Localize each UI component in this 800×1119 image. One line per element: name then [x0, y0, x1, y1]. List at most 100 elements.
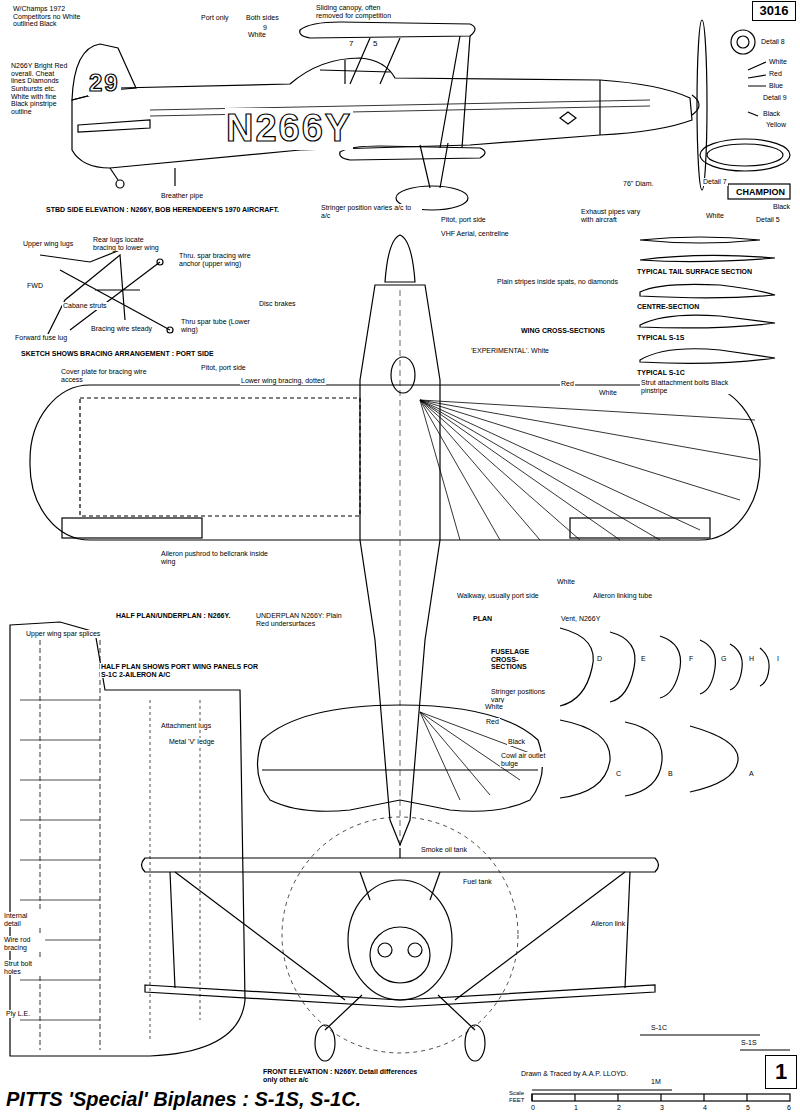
annotation-label: E [640, 655, 647, 663]
detail-insets-line [737, 36, 749, 48]
annotation-label: Drawn & Traced by A.A.P. LLOYD. [520, 1070, 629, 1078]
annotation-label: Cover plate for bracing wire access [60, 368, 162, 383]
annotation-label: Thru spar tube (Lower wing) [180, 318, 252, 333]
annotation-label: Black [762, 110, 781, 118]
annotation-label: Attachment lugs [160, 722, 212, 730]
annotation-label: Aileron pushrod to bellcrank inside wing [160, 550, 272, 565]
side-elevation-line [78, 120, 150, 132]
annotation-label: Lower wing bracing, dotted [240, 377, 326, 385]
annotation-label: 5 [372, 40, 378, 49]
annotation-label: White [484, 703, 504, 711]
annotation-label: FUSELAGE CROSS-SECTIONS [490, 648, 554, 671]
front-elevation-line [282, 817, 518, 1053]
annotation-label: Ply L.E. [5, 1010, 31, 1018]
annotation-label: A [748, 770, 755, 778]
annotation-label: 7 [348, 40, 354, 49]
annotation-label: Walkway, usually port side [456, 592, 540, 600]
side-elevation-line [560, 112, 576, 124]
annotation-label: Strut bolt holes [3, 960, 45, 975]
side-elevation-line [174, 168, 175, 186]
annotation-label: Stringer positions vary [490, 688, 554, 703]
scale-bar [532, 1035, 790, 1101]
annotation-label: 0 [530, 1104, 536, 1112]
annotation-label: White [247, 31, 267, 39]
fuselage-sections [560, 628, 769, 798]
front-elevation-line [378, 943, 392, 957]
annotation-label: Stringer position varies a/c to a/c [320, 204, 422, 219]
annotation-label: VHF Aerial, centreline [440, 230, 510, 238]
plan-view-line [420, 400, 758, 540]
annotation-label: Upper wing lugs [22, 240, 74, 248]
annotation-label: S-1S [740, 1039, 758, 1047]
annotation-label: WING CROSS-SECTIONS [520, 327, 606, 335]
bracing-sketch-line [157, 259, 163, 265]
front-elevation-line [465, 1025, 485, 1061]
annotation-label: Rear lugs locate bracing to lower wing [92, 236, 164, 251]
plan-view-line [385, 235, 415, 282]
annotation-label: FWD [26, 282, 44, 290]
side-elevation-line [340, 146, 485, 160]
fuselage-sections-line [690, 726, 738, 792]
bracing-sketch [40, 250, 173, 340]
annotation-label: 3 [659, 1104, 665, 1112]
number-box: 1 [765, 1055, 797, 1089]
box-number: 3016 [760, 4, 789, 18]
annotation-label: H [748, 655, 755, 663]
front-elevation-line [348, 880, 452, 1000]
annotation-label: F [688, 655, 694, 663]
annotation-label: Metal 'V' ledge [168, 738, 215, 746]
annotation-label: UNDERPLAN N266Y: Plain Red undersurfaces [255, 612, 347, 627]
plan-view-line [400, 290, 401, 850]
annotation-label: Breather pipe [160, 192, 204, 200]
plan-view-line [62, 518, 202, 538]
front-elevation-line [142, 858, 659, 872]
side-elevation-line [72, 44, 136, 100]
annotation-label: Pitot, port side [200, 364, 247, 372]
annotation-label: 2 [616, 1104, 622, 1112]
annotation-label: Detail 5 [755, 216, 781, 224]
detail-insets-line [640, 237, 760, 243]
annotation-label: Smoke oil tank [420, 846, 468, 854]
half-plan-panel-line [150, 700, 200, 1040]
plan-view-line [80, 398, 360, 516]
plan-view-line [391, 357, 415, 393]
annotation-label: Black [772, 203, 791, 211]
side-elevation-line [350, 36, 470, 148]
front-elevation-line [370, 927, 430, 983]
annotation-label: Yellow [765, 121, 787, 129]
number-box: 3016 [752, 1, 796, 21]
annotation-label: Strut attachment bolts Black pinstripe [640, 379, 742, 394]
front-elevation-line [170, 848, 630, 1000]
plan-view-line [30, 385, 760, 540]
annotation-label: Cowl air outlet bulge [500, 752, 557, 767]
annotation-label: Bracing wire steady [90, 325, 153, 333]
front-elevation-line [145, 985, 655, 1007]
annotation-label: Both sides [245, 14, 280, 22]
annotation-label: N266Y Bright Red overall. Cheat lines Di… [10, 62, 70, 116]
annotation-label: Red [485, 718, 500, 726]
fuselage-sections-line [560, 628, 593, 706]
annotation-label: 'EXPERIMENTAL'. White [470, 347, 550, 355]
annotation-label: Scale FEET [508, 1090, 530, 1103]
detail-insets-line [700, 139, 790, 171]
side-elevation-line [116, 180, 124, 188]
registration-marking: 29 [88, 70, 121, 96]
annotation-label: Black [507, 738, 526, 746]
annotation-label: STBD SIDE ELEVATION : N266Y, BOB HERENDE… [45, 206, 280, 214]
half-plan-panel-line [40, 640, 100, 1050]
annotation-label: Red [768, 70, 783, 78]
side-elevation-line [72, 58, 692, 168]
fuselage-sections-line [700, 640, 715, 694]
registration-marking: N266Y [225, 108, 353, 150]
detail-insets-line [707, 144, 783, 166]
annotation-label: Detail 8 [760, 38, 786, 46]
annotation-label: Thru. spar bracing wire anchor (upper wi… [178, 252, 252, 267]
annotation-label: 1M [650, 1078, 662, 1086]
annotation-label: Wire rod bracing [3, 936, 45, 951]
bracing-sketch-line [40, 250, 170, 340]
annotation-label: 6 [786, 1104, 792, 1112]
annotation-label: CENTRE-SECTION [636, 303, 700, 311]
annotation-label: Sliding canopy, often removed for compet… [315, 4, 397, 19]
